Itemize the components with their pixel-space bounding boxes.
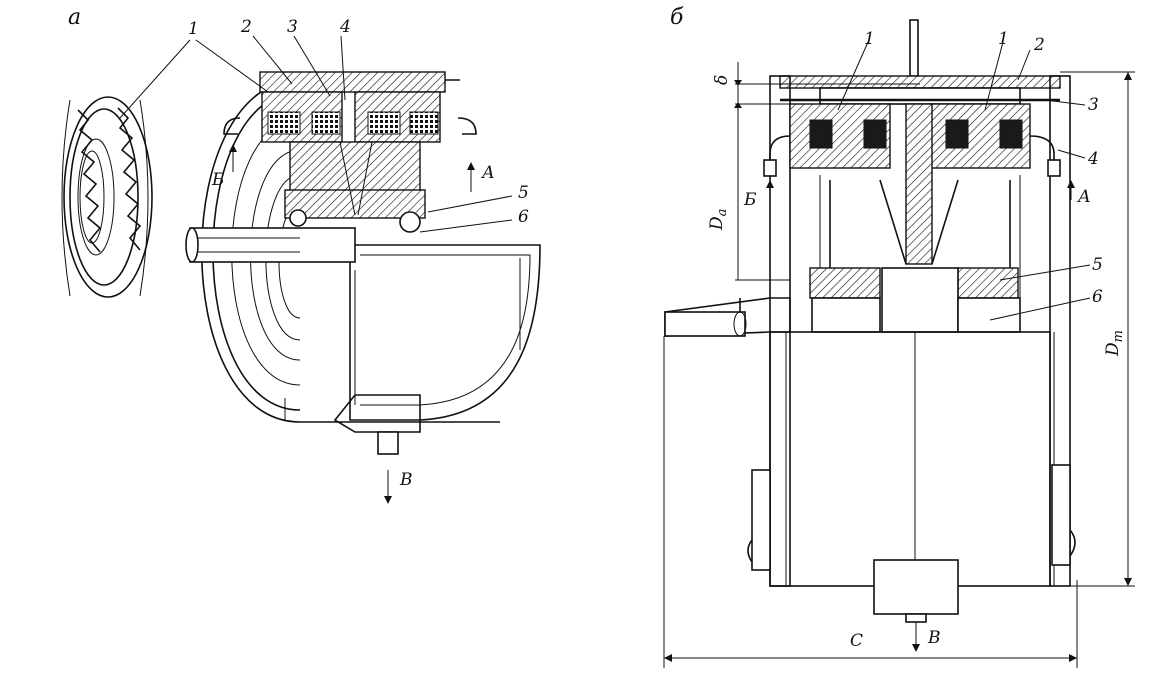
flow-label-a-inlet-a: А xyxy=(481,163,495,183)
figure-a: а xyxy=(61,5,541,504)
callout-a-5: 5 xyxy=(518,183,529,203)
arrowheads-a xyxy=(229,144,475,504)
arrowheads-b xyxy=(766,180,1075,652)
callout-a-4: 4 xyxy=(339,17,351,37)
dimension-lines-b xyxy=(663,62,1135,668)
panel-label-a: а xyxy=(68,5,81,30)
dimension-label-width: С xyxy=(850,631,863,651)
callout-a-3: 3 xyxy=(287,17,298,37)
dimension-label-drum-diameter-base: D xyxy=(707,216,727,231)
flow-label-b-inlet-a: А xyxy=(1077,187,1091,207)
callout-a-2: 2 xyxy=(240,17,252,37)
callout-b-2: 2 xyxy=(1033,35,1045,55)
figure-b: б xyxy=(663,5,1135,668)
callout-a-6: 6 xyxy=(518,207,529,227)
dimension-label-drum-diameter: Dа xyxy=(707,209,730,231)
flow-label-b-inlet-b: Б xyxy=(743,190,757,210)
dimension-arrowheads-b xyxy=(664,72,1132,662)
dimension-label-gap: δ xyxy=(712,75,732,85)
callout-b-5: 5 xyxy=(1092,255,1103,275)
callout-b-6: 6 xyxy=(1092,287,1103,307)
flow-label-a-outlet: В xyxy=(399,470,413,490)
brake-body-b xyxy=(664,19,1076,623)
dimension-label-total-diameter-sub: т xyxy=(1111,330,1126,342)
flow-label-b-outlet: В xyxy=(927,628,941,648)
flow-label-a-inlet-b: Б xyxy=(211,170,225,190)
callout-b-1-right: 1 xyxy=(998,29,1009,49)
dimension-label-drum-diameter-sub: а xyxy=(715,209,730,217)
dimension-label-total-diameter-base: D xyxy=(1103,342,1123,357)
callout-b-3: 3 xyxy=(1088,95,1099,115)
panel-label-b: б xyxy=(670,5,684,30)
dimension-label-total-diameter: Dт xyxy=(1103,330,1126,357)
tyre-illustration xyxy=(61,96,153,298)
callout-a-1: 1 xyxy=(188,19,199,39)
brake-housing-a xyxy=(185,71,541,455)
callout-b-1-left: 1 xyxy=(864,29,875,49)
callout-leaders-a xyxy=(119,35,513,498)
callout-b-4: 4 xyxy=(1087,149,1099,169)
